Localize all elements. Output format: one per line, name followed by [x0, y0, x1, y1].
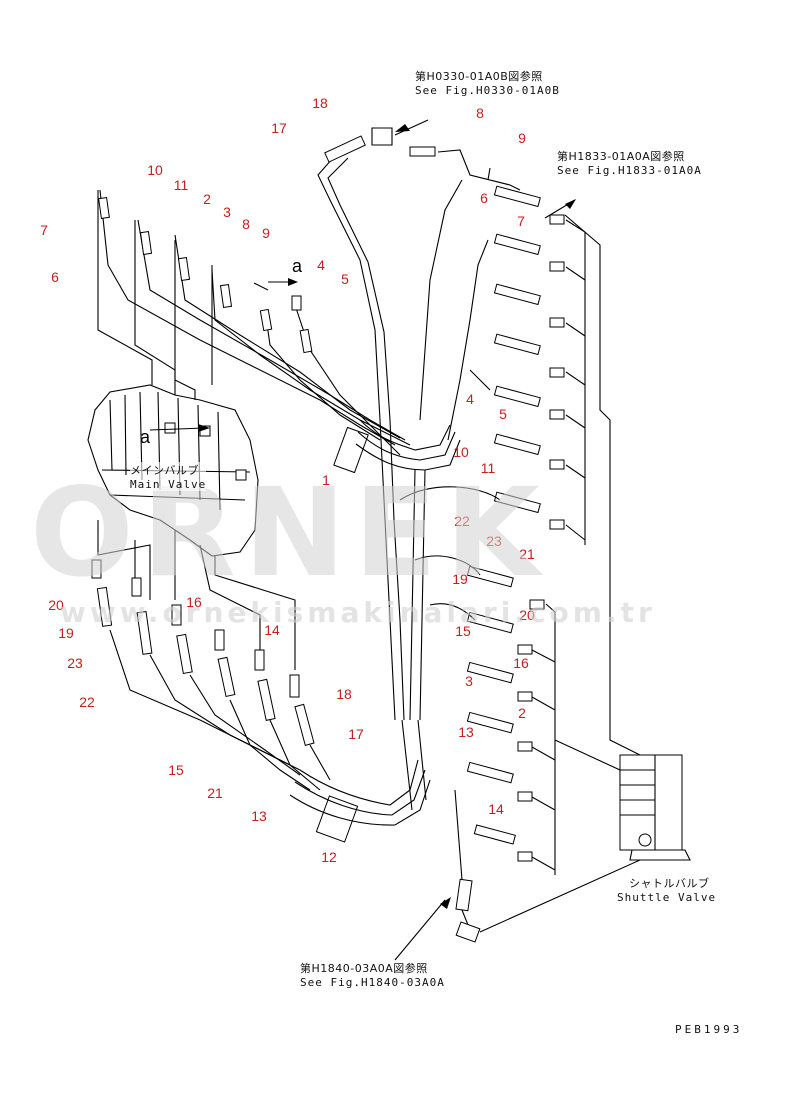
shuttle-valve-label-jp: シャトルバルブ: [629, 877, 710, 890]
callout-19: 19: [452, 571, 468, 587]
top-hoses: [317, 119, 521, 721]
callout-20: 20: [48, 597, 64, 613]
main-valve-label: メインバルブ Main Valve: [130, 462, 207, 491]
callout-5: 5: [341, 271, 349, 287]
callout-6: 6: [480, 190, 488, 206]
callout-11: 11: [174, 177, 189, 193]
watermark-brand: ORNEK: [30, 462, 548, 604]
callout-22: 22: [79, 694, 95, 710]
callout-13: 13: [458, 724, 474, 740]
view-marker-group: a a: [140, 256, 303, 447]
callout-10: 10: [147, 162, 163, 178]
callout-17: 17: [271, 120, 287, 136]
hose-clamps: [289, 419, 461, 843]
reference-bottom-jp: 第H1840-03A0A図参照: [300, 962, 428, 975]
reference-top-jp: 第H0330-01A0B図参照: [415, 70, 543, 83]
shuttle-valve-label: シャトルバルブ Shuttle Valve: [617, 875, 716, 904]
callout-22: 22: [454, 513, 470, 529]
callout-17: 17: [348, 726, 364, 742]
reference-bottom-en: See Fig.H1840-03A0A: [300, 976, 445, 989]
callout-11: 11: [481, 460, 496, 476]
callout-18: 18: [312, 95, 328, 111]
reference-right-en: See Fig.H1833-01A0A: [557, 164, 702, 177]
callout-9: 9: [262, 225, 270, 241]
reference-top-en: See Fig.H0330-01A0B: [415, 84, 560, 97]
callout-3: 3: [465, 673, 473, 689]
callout-4: 4: [466, 391, 474, 407]
callout-3: 3: [223, 204, 231, 220]
callout-14: 14: [264, 622, 280, 638]
reference-note-top: 第H0330-01A0B図参照 See Fig.H0330-01A0B: [415, 68, 560, 97]
upper-left-hoses: [97, 189, 411, 456]
callout-8: 8: [242, 216, 250, 232]
callout-23: 23: [486, 533, 502, 549]
lower-left-hoses: [91, 520, 331, 791]
right-hose-assemblies: [399, 185, 651, 875]
view-marker-arrow-label: a: [292, 256, 303, 276]
callout-14: 14: [488, 801, 504, 817]
callout-2: 2: [518, 705, 526, 721]
callout-4: 4: [317, 257, 325, 273]
watermark-url: www.ornekismakinalari.com.tr: [60, 596, 656, 629]
callout-19: 19: [58, 625, 74, 641]
callout-15: 15: [168, 762, 184, 778]
callout-13: 13: [251, 808, 267, 824]
callout-21: 21: [519, 546, 535, 562]
callout-1: 1: [322, 472, 330, 488]
callout-12: 12: [321, 849, 337, 865]
callout-8: 8: [476, 105, 484, 121]
callout-6: 6: [51, 269, 59, 285]
callout-10: 10: [453, 444, 469, 460]
reference-note-right: 第H1833-01A0A図参照 See Fig.H1833-01A0A: [557, 148, 702, 177]
callout-9: 9: [518, 130, 526, 146]
callout-20: 20: [519, 607, 535, 623]
callout-23: 23: [67, 655, 83, 671]
main-valve-label-jp: メインバルブ: [130, 464, 199, 477]
callout-15: 15: [455, 623, 471, 639]
view-marker-valve-label: a: [140, 427, 151, 447]
callout-18: 18: [336, 686, 352, 702]
callout-2: 2: [203, 191, 211, 207]
shuttle-valve-label-en: Shuttle Valve: [617, 891, 717, 904]
reference-right-jp: 第H1833-01A0A図参照: [557, 150, 685, 163]
callout-numbers: 1817896710112389764545101112223211920151…: [40, 95, 535, 865]
shuttle-valve-assembly: [394, 199, 691, 961]
callout-21: 21: [207, 785, 223, 801]
main-valve-label-en: Main Valve: [130, 478, 207, 491]
main-valve-body: [87, 384, 259, 557]
callout-7: 7: [517, 213, 525, 229]
callout-16: 16: [186, 594, 202, 610]
callout-7: 7: [40, 222, 48, 238]
reference-note-bottom: 第H1840-03A0A図参照 See Fig.H1840-03A0A: [300, 960, 445, 989]
callout-5: 5: [499, 406, 507, 422]
callout-16: 16: [513, 655, 529, 671]
drawing-code: PEB1993: [675, 1023, 743, 1036]
